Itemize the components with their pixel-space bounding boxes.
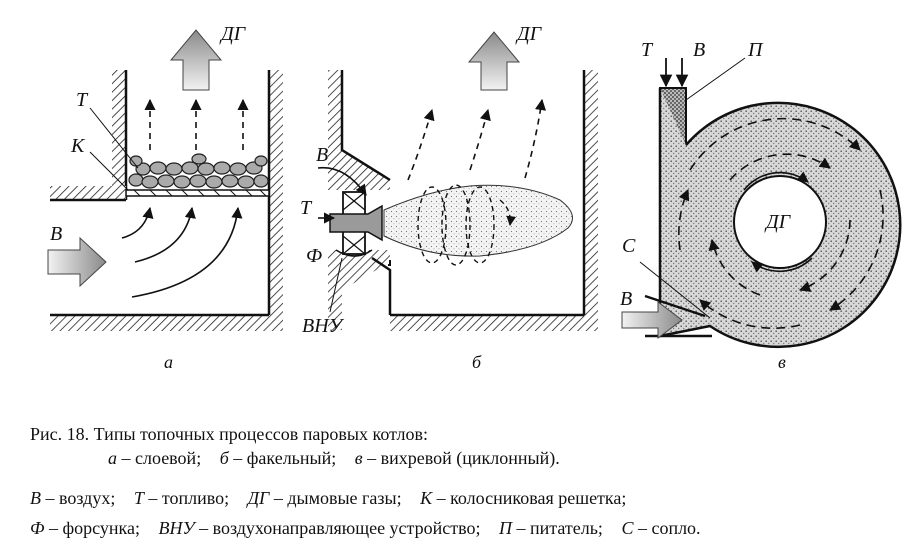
label-fuel-a: Т (76, 89, 89, 111)
label-air-v: В (620, 288, 632, 310)
legend-key: Т (133, 488, 144, 508)
type-key: в (354, 448, 363, 468)
panel-letter-b: б (472, 352, 482, 372)
flue-gas-core (733, 175, 827, 269)
panel-letter-v: в (778, 352, 786, 372)
figure-caption-title: Рис. 18. Типы топочных процессов паровых… (30, 424, 429, 444)
legend-line-1: В – воздух; Т – топливо; ДГ – дымовые га… (30, 488, 626, 509)
legend-line-2: Ф – форсунка; ВНУ – воздухонаправляющее … (30, 518, 701, 539)
panel-b-flame-furnace: ДГ В Т Ф ВНУ б (300, 23, 598, 372)
label-grate-a: К (70, 135, 86, 157)
air-inlet-arrow-v (621, 301, 683, 339)
legend-key: ДГ (247, 488, 270, 508)
legend-text: – питатель; (512, 518, 603, 538)
legend-text: – воздух; (41, 488, 116, 508)
label-air-top-v: В (693, 39, 705, 61)
label-air-device-b: ВНУ (302, 315, 345, 337)
label-nozzle-v: С (622, 235, 636, 257)
label-fuel-b: Т (300, 197, 313, 219)
grate (125, 189, 270, 197)
figure-caption-types: а – слоевой; б – факельный; в – вихревой… (108, 448, 560, 469)
legend-text: – дымовые газы; (269, 488, 402, 508)
panel-letter-a: а (164, 352, 173, 372)
legend-key: П (499, 518, 512, 538)
legend-key: ВНУ (158, 518, 195, 538)
panel-v-cyclone-furnace: Т В П ДГ С В в (620, 39, 902, 372)
type-text: – слоевой; (117, 448, 202, 468)
label-air-b: В (316, 144, 328, 166)
legend-text: – форсунка; (44, 518, 140, 538)
label-fuel-v: Т (641, 39, 654, 61)
panel-a-layer-furnace: ДГ Т К В а (47, 23, 283, 372)
type-text: – факельный; (228, 448, 337, 468)
legend-text: – сопло. (633, 518, 701, 538)
flame-torch (383, 184, 573, 257)
label-flue-gas-a: ДГ (219, 23, 247, 45)
label-feeder-v: П (747, 39, 764, 61)
air-inlet-arrow (47, 236, 107, 288)
label-flue-gas-b: ДГ (515, 23, 543, 45)
burner-nozzle (329, 204, 383, 242)
type-key: б (219, 448, 229, 468)
fuel-bed (128, 153, 269, 189)
boiler-furnace-diagram: ДГ Т К В а (47, 23, 902, 372)
type-key: а (108, 448, 117, 468)
type-text: – вихревой (циклонный). (362, 448, 560, 468)
legend-text: – топливо; (143, 488, 230, 508)
flue-gas-arrow-b (467, 31, 521, 91)
legend-key: В (30, 488, 41, 508)
legend-key: С (621, 518, 634, 538)
legend-text: – воздухонаправляющее устройство; (194, 518, 481, 538)
label-air-a: В (50, 223, 62, 245)
legend-key: К (420, 488, 433, 508)
legend-text: – колосниковая решетка; (432, 488, 627, 508)
label-flue-gas-v: ДГ (764, 211, 792, 233)
legend-key: Ф (30, 518, 45, 538)
label-nozzle-b: Ф (306, 245, 322, 267)
flue-gas-arrow (169, 29, 223, 91)
